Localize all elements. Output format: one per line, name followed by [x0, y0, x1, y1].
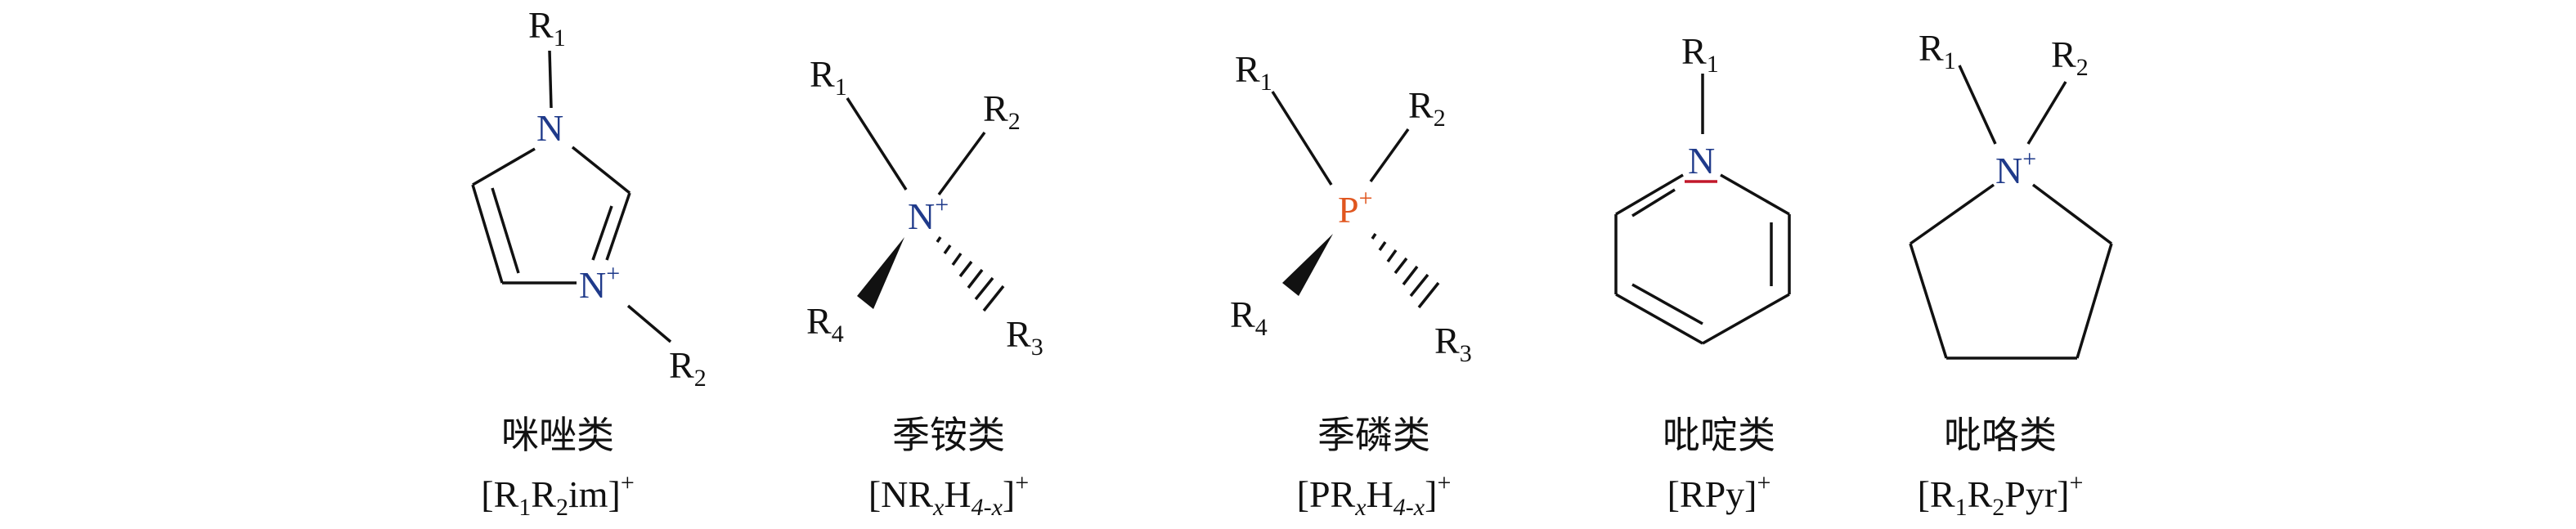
phosphorus-atom: P+ — [1338, 185, 1373, 231]
nitrogen-atom: N — [536, 107, 563, 149]
bond — [605, 192, 631, 261]
formula-pyridinium: [RPy]+ — [1667, 469, 1771, 515]
class-name-pyrrolidinium: 吡咯类 — [1944, 413, 2057, 457]
r1-label: R1 — [1681, 30, 1719, 78]
bond — [1909, 243, 1948, 359]
bond — [491, 187, 520, 274]
r1-label: R1 — [528, 4, 566, 52]
bond — [2076, 243, 2113, 359]
bond — [1631, 283, 1703, 325]
r1-label: R1 — [810, 53, 847, 101]
bond — [591, 205, 613, 261]
bond — [937, 131, 986, 196]
pyridinium-structure: R1 N — [1614, 30, 1791, 345]
bond — [1615, 173, 1684, 216]
r4-label: R4 — [1230, 294, 1268, 341]
bond — [626, 304, 672, 343]
nitrogen-atom: N+ — [908, 191, 949, 237]
r1-label: R1 — [1235, 48, 1272, 96]
bond — [1958, 65, 1997, 145]
bond — [846, 97, 908, 191]
hash-bond — [936, 236, 1005, 312]
bond — [571, 146, 631, 195]
r4-label: R4 — [806, 300, 844, 347]
quaternary-phosphonium-structure: R1 R2 P+ R4 R3 — [1230, 48, 1472, 367]
bond — [548, 50, 553, 109]
bond — [2031, 183, 2113, 245]
wedge-bond — [857, 237, 904, 309]
formula-phosphonium: [PRxH4-x]+ — [1297, 469, 1452, 521]
bond — [1702, 293, 1790, 345]
r1-label: R1 — [1919, 27, 1956, 74]
bond — [1720, 173, 1790, 216]
r2-label: R2 — [669, 344, 707, 392]
quaternary-ammonium-structure: R1 R2 N+ R4 R3 — [806, 53, 1043, 361]
nitrogen-atom: N — [1688, 140, 1715, 182]
class-name-ammonium: 季铵类 — [892, 413, 1005, 457]
class-name-pyridinium: 吡啶类 — [1663, 413, 1775, 457]
bond — [471, 184, 504, 284]
hash-bond — [1371, 233, 1440, 309]
bond — [1369, 128, 1410, 183]
class-name-phosphonium: 季磷类 — [1317, 413, 1430, 457]
imidazolium-structure: R1 N N+ R2 — [471, 4, 707, 392]
nitrogen-atom: N+ — [1995, 146, 2036, 191]
bond — [1615, 293, 1703, 345]
formula-pyrrolidinium: [R1R2Pyr]+ — [1918, 469, 2084, 521]
r3-label: R3 — [1434, 320, 1472, 367]
r2-label: R2 — [983, 87, 1021, 135]
r3-label: R3 — [1006, 313, 1043, 361]
bond — [2026, 81, 2067, 145]
formula-ammonium: [NRxH4-x]+ — [868, 469, 1029, 521]
r2-label: R2 — [1408, 84, 1446, 132]
pyrrolidinium-structure: R1 R2 N+ — [1909, 27, 2113, 360]
bond — [1271, 91, 1333, 186]
class-name-imidazolium: 咪唑类 — [501, 413, 614, 457]
bond — [1631, 188, 1676, 217]
bond — [472, 147, 536, 186]
wedge-bond — [1282, 234, 1333, 296]
nitrogen-atom: N+ — [579, 260, 620, 306]
bond — [1909, 183, 1995, 245]
r2-label: R2 — [2051, 34, 2089, 81]
formula-imidazolium: [R1R2im]+ — [481, 469, 635, 521]
